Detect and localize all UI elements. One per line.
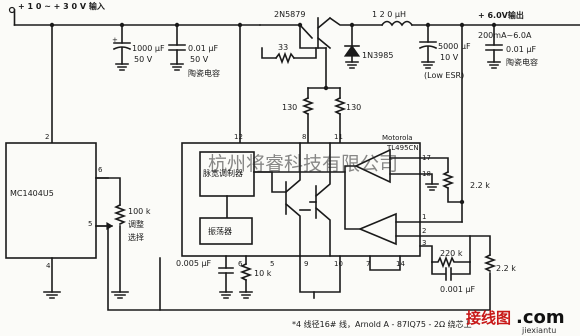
c-in2-type: 陶瓷电容 — [188, 68, 220, 78]
c-in1-voltage: 50 V — [134, 55, 153, 64]
mc1404-chip — [5, 142, 97, 259]
r-timing-label: 10 k — [254, 269, 272, 278]
brand-logo-text: 接线图 — [466, 309, 511, 327]
ic-pin-12: 12 — [234, 133, 243, 141]
output-voltage-label: + 6.0V输出 — [478, 10, 524, 20]
freewheel-diode — [343, 24, 361, 69]
pass-transistor-2n5879 — [259, 16, 383, 50]
ic-pin-6b: 6 — [238, 260, 243, 268]
mc-out-wire — [95, 177, 121, 206]
c-out1-value: 5000 μF — [438, 42, 471, 51]
mc1404-label: MC1404U5 — [10, 189, 54, 198]
feedback-capacitor — [431, 261, 471, 281]
ic-pin-1: 1 — [422, 213, 426, 221]
c-timing-label: 0.005 μF — [176, 259, 212, 268]
output-capacitor-0-01uf — [485, 22, 503, 69]
mfr-label: Motorola — [382, 134, 413, 142]
c-in2-voltage: 50 V — [190, 55, 209, 64]
output-current-label: 200mA~6.0A — [478, 31, 532, 40]
pot-note-1: 调整 — [128, 219, 144, 229]
c-out1-voltage: 10 V — [440, 53, 459, 62]
mc-pin-6: 6 — [98, 166, 103, 174]
c-out2-value: 0.01 μF — [506, 45, 536, 54]
mc-pin-5: 5 — [88, 220, 92, 228]
r-22a-label: 2.2 k — [470, 181, 490, 190]
output-capacitor-5000uf — [418, 22, 438, 69]
ic-pin-3: 3 — [422, 239, 426, 247]
input-capacitor-1000uf: + — [112, 22, 132, 71]
c-out1-type: (Low ESR) — [424, 71, 464, 80]
c-in2-value: 0.01 μF — [188, 44, 218, 53]
ic-pin-7: 7 — [366, 260, 370, 268]
resistor-130-a — [301, 87, 315, 144]
resistor-2-2k-top — [441, 170, 463, 203]
c-out2-type: 陶瓷电容 — [506, 57, 538, 67]
ic-pin-5b: 5 — [270, 260, 274, 268]
oscillator-block — [199, 217, 253, 245]
brand-logo: 接线图 .com jiexiantu — [466, 307, 565, 335]
c-fb-label: 0.001 μF — [440, 285, 476, 294]
ic-pin-11: 11 — [334, 133, 343, 141]
watermark: 杭州将睿科技有限公司 — [208, 153, 398, 175]
base-resistor-33 — [261, 47, 317, 65]
error-amplifier-2 — [344, 171, 421, 246]
potentiometer-100k — [95, 203, 129, 299]
ic-pin-2b: 2 — [422, 227, 426, 235]
ic-label: TL495CN — [386, 144, 419, 152]
svg-text:+: + — [112, 36, 118, 44]
timing-resistor-10k — [239, 255, 253, 299]
feedback-resistor-220k — [431, 235, 471, 269]
mc-pin-4: 4 — [46, 262, 51, 270]
ic-pin-10: 10 — [334, 260, 343, 268]
timing-capacitor — [218, 255, 234, 299]
inductor-120uh — [349, 20, 580, 28]
mc1404-ground — [43, 257, 61, 299]
brand-logo-dot: .com — [516, 307, 565, 328]
r-130a-label: 130 — [282, 103, 297, 112]
error-amplifier-1 — [253, 148, 421, 184]
pot-label: 100 k — [128, 207, 151, 216]
input-capacitor-0-01uf — [168, 22, 186, 71]
r-fb-label: 220 k — [440, 249, 463, 258]
ic-pin-8: 8 — [302, 133, 306, 141]
input-rail — [8, 6, 261, 26]
pwm-label: 脉宽调制器 — [203, 168, 243, 178]
pot-note-2: 选择 — [128, 232, 144, 242]
input-voltage-label: + 1 0 ~ + 3 0 V 输入 — [18, 1, 105, 11]
r-130b-label: 130 — [346, 103, 361, 112]
brand-url: jiexiantu — [521, 326, 556, 335]
q-ext-label: 2N5879 — [274, 10, 305, 19]
r-base-label: 33 — [278, 43, 288, 52]
c-in1-value: 1000 μF — [132, 44, 165, 53]
resistor-2-2k-bottom — [159, 253, 497, 311]
inductor-label: 1 2 0 μH — [372, 10, 406, 19]
diode-label: 1N3985 — [362, 51, 393, 60]
ic-output-transistors — [253, 142, 331, 257]
r-22b-label: 2.2 k — [496, 264, 516, 273]
footnote: *4 线径16# 线，Arnold A - 87IQ75 - 2Ω 绕芯上 — [292, 319, 472, 329]
mc-pin-2: 2 — [45, 133, 49, 141]
ic-pin-9: 9 — [304, 260, 308, 268]
oscillator-label: 振荡器 — [208, 226, 232, 236]
resistor-130-b — [333, 87, 347, 144]
